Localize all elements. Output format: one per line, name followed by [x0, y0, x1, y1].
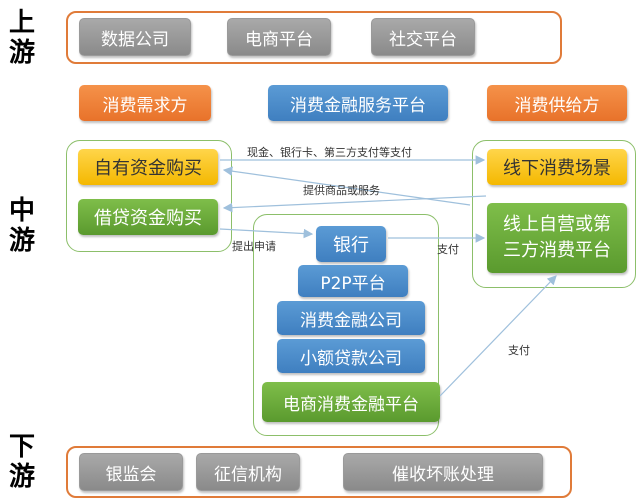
upstream-item-data-company: 数据公司 — [79, 18, 191, 56]
supply-frame — [472, 140, 636, 288]
stage-char: 游 — [8, 462, 35, 492]
role-supply: 消费供给方 — [487, 85, 627, 121]
platform-item-microloan: 小额贷款公司 — [277, 339, 425, 373]
stage-char: 上 — [8, 8, 35, 38]
demand-item-loan-funds: 借贷资金购买 — [78, 199, 218, 235]
supply-item-online-line1: 线上自营或第 — [503, 214, 611, 235]
demand-item-own-funds: 自有资金购买 — [78, 149, 218, 185]
platform-item-p2p: P2P平台 — [298, 265, 408, 297]
arrow-provide-goods — [222, 195, 487, 213]
arrow-apply — [219, 228, 314, 239]
downstream-item-collection: 催收坏账处理 — [343, 453, 543, 491]
stage-char: 下 — [8, 432, 35, 462]
supply-item-online: 线上自营或第 三方消费平台 — [487, 203, 627, 273]
label-pay-bank: 支付 — [437, 243, 459, 256]
stage-label-midstream: 中 游 — [6, 196, 38, 256]
platform-item-consumer-finance: 消费金融公司 — [277, 301, 425, 335]
supply-item-online-line2: 三方消费平台 — [503, 240, 611, 261]
upstream-frame — [66, 11, 562, 64]
upstream-item-ecommerce: 电商平台 — [227, 18, 331, 56]
upstream-item-social: 社交平台 — [371, 18, 475, 56]
platform-item-ecommerce-finance: 电商消费金融平台 — [262, 382, 440, 422]
role-demand: 消费需求方 — [79, 85, 211, 121]
supply-item-offline: 线下消费场景 — [487, 149, 627, 185]
stage-char: 游 — [8, 38, 35, 68]
label-provide-goods: 提供商品或服务 — [303, 184, 380, 197]
label-cash-pay: 现金、银行卡、第三方支付等支付 — [247, 146, 412, 159]
stage-label-downstream: 下 游 — [6, 432, 38, 492]
stage-label-upstream: 上 游 — [6, 8, 38, 68]
stage-char: 中 — [8, 196, 35, 226]
downstream-frame — [66, 446, 572, 498]
downstream-item-credit-agency: 征信机构 — [196, 453, 300, 491]
label-apply: 提出申请 — [232, 240, 276, 253]
platform-frame — [253, 214, 439, 436]
arrow-provide-goods-top — [222, 166, 471, 206]
label-pay-ecommerce: 支付 — [508, 344, 530, 357]
role-platform: 消费金融服务平台 — [268, 85, 448, 121]
downstream-item-cbrc: 银监会 — [79, 453, 183, 491]
stage-char: 游 — [8, 226, 35, 256]
demand-frame — [66, 140, 232, 252]
arrow-pay-ecommerce — [439, 275, 557, 397]
platform-item-bank: 银行 — [316, 226, 386, 262]
